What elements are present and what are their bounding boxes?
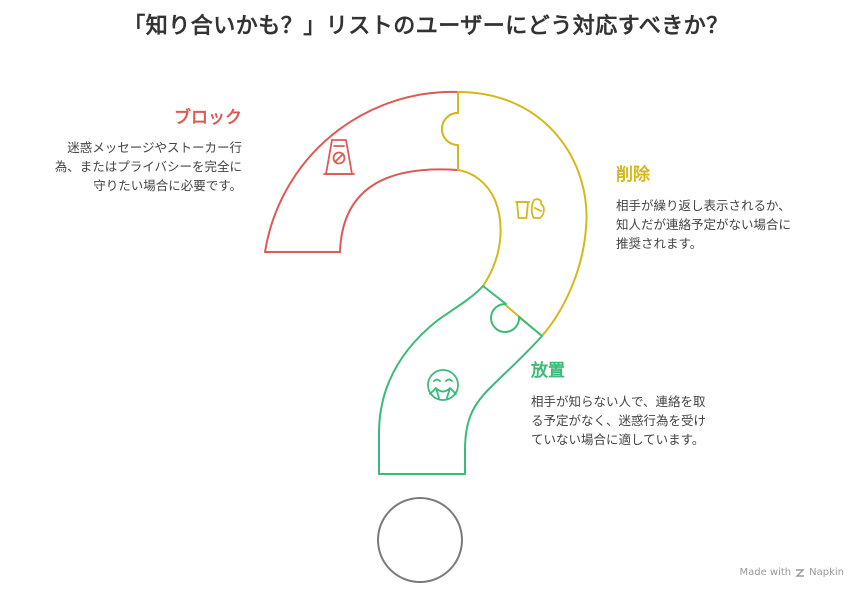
question-dot xyxy=(377,497,463,583)
delete-heading: 削除 xyxy=(616,165,650,185)
leave-heading: 放置 xyxy=(531,361,565,381)
trash-icon xyxy=(515,198,545,219)
block-description: 迷惑メッセージやストーカー行為、またはプライバシーを完全に守りたい場合に必要です… xyxy=(54,140,242,193)
block-heading: ブロック xyxy=(174,108,242,128)
delete-description: 相手が繰り返し表示されるか、知人だが連絡予定がない場合に推奨されます。 xyxy=(616,198,792,251)
delete-segment[interactable] xyxy=(441,91,588,337)
made-with-footer[interactable]: Made with Napkin xyxy=(739,567,844,578)
relaxed-face-icon xyxy=(427,369,459,401)
leave-segment[interactable] xyxy=(378,285,543,475)
page-title: 「知り合いかも？」リストのユーザーにどう対応すべきか？ xyxy=(123,14,729,39)
footer-prefix: Made with xyxy=(739,567,792,578)
wet-floor-sign-icon xyxy=(323,139,355,175)
footer-brand: Napkin xyxy=(809,567,844,578)
napkin-logo-icon xyxy=(795,568,805,577)
block-segment[interactable] xyxy=(264,90,459,253)
leave-description: 相手が知らない人で、連絡を取る予定がなく、迷惑行為を受けていない場合に適していま… xyxy=(531,394,707,447)
